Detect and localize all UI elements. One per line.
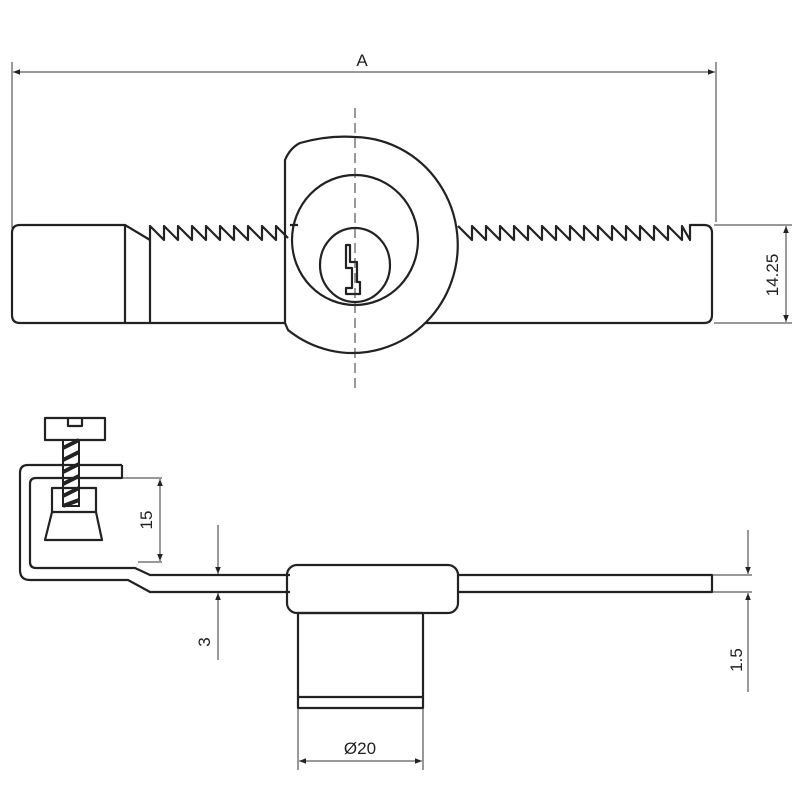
threaded-screw	[62, 438, 80, 508]
dimension-diameter-label: Ø20	[344, 739, 376, 758]
dimension-1-5-label: 1.5	[727, 648, 746, 672]
plate-rod	[458, 573, 714, 594]
top-view: A 14.25	[10, 51, 792, 388]
ratchet-bar	[10, 223, 714, 325]
screw-head	[43, 416, 107, 442]
keyway-icon	[344, 243, 362, 296]
mounting-bracket	[18, 463, 290, 594]
dimension-a-label: A	[356, 51, 368, 70]
lock-cylinder-face	[290, 173, 420, 307]
side-view: 15 3 1.5 Ø20	[18, 416, 752, 770]
lock-cylinder	[296, 611, 425, 710]
dimension-15-label: 15	[137, 511, 156, 530]
dimension-3-label: 3	[195, 637, 214, 646]
lock-body	[285, 563, 460, 615]
lock-cam	[283, 135, 459, 355]
clamp-pad	[43, 486, 104, 542]
dimension-14-25-label: 14.25	[763, 254, 782, 297]
